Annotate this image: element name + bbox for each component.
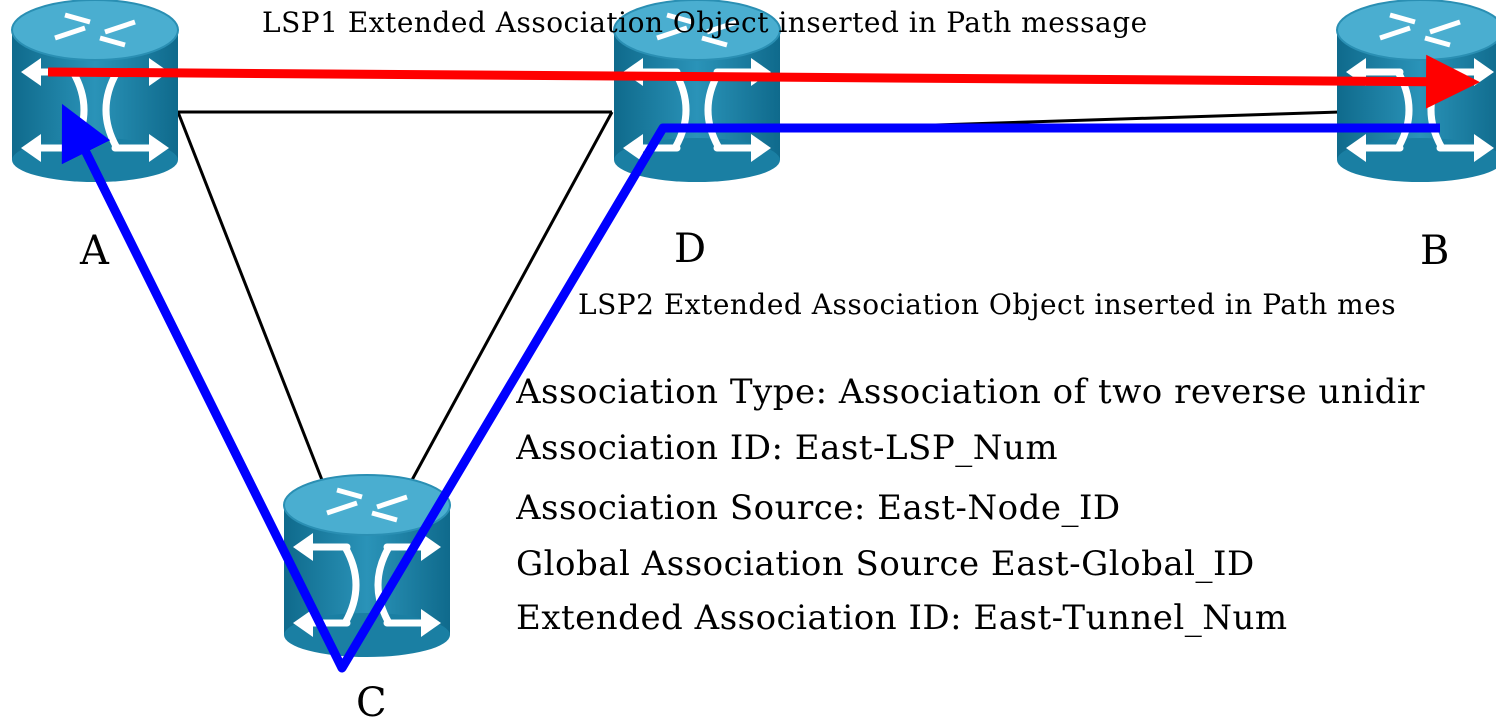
link-d-c bbox=[410, 111, 614, 481]
association-type-line: Association Type: Association of two rev… bbox=[516, 372, 1425, 412]
association-id-line: Association ID: East-LSP_Num bbox=[516, 428, 1059, 468]
node-label-d: D bbox=[674, 226, 707, 272]
extended-association-id-line: Extended Association ID: East-Tunnel_Num bbox=[516, 598, 1288, 638]
association-details: Association Type: Association of two rev… bbox=[516, 372, 1496, 642]
lsp1-arrow bbox=[47, 54, 1480, 109]
lsp1-label: LSP1 Extended Association Object inserte… bbox=[262, 6, 1148, 39]
link-a-c bbox=[176, 111, 324, 481]
router-a-icon[interactable] bbox=[12, 0, 178, 182]
node-label-a: A bbox=[80, 228, 109, 274]
lsp2-path bbox=[61, 103, 1440, 673]
node-label-c: C bbox=[356, 680, 387, 726]
lsp2-label: LSP2 Extended Association Object inserte… bbox=[578, 288, 1397, 321]
association-source-line: Association Source: East-Node_ID bbox=[516, 488, 1121, 528]
global-association-source-line: Global Association Source East-Global_ID bbox=[516, 544, 1255, 584]
router-b-icon[interactable] bbox=[1337, 0, 1496, 182]
node-label-b: B bbox=[1420, 228, 1450, 274]
